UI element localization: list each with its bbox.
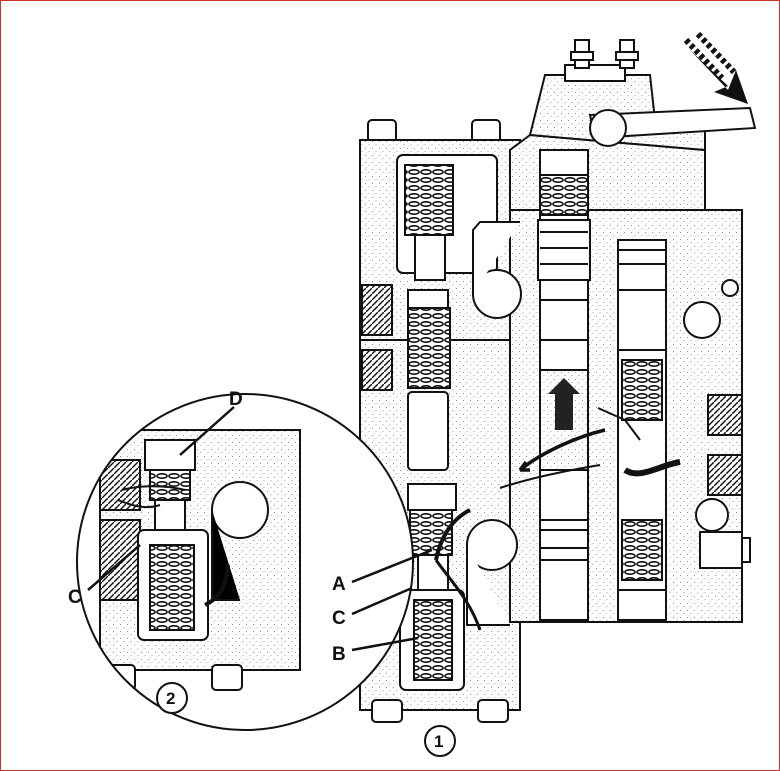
detail-circle bbox=[76, 393, 414, 731]
callout-d: D bbox=[229, 389, 243, 410]
callout-c-main: C bbox=[332, 608, 346, 629]
view-number-main-badge bbox=[424, 725, 456, 757]
callout-c-detail: C bbox=[68, 587, 82, 608]
callout-b: B bbox=[332, 644, 346, 665]
input-arrow-icon bbox=[683, 31, 748, 104]
view-number-detail-badge bbox=[156, 682, 188, 714]
callout-a: A bbox=[332, 574, 346, 595]
view-number-detail: 2 bbox=[166, 689, 175, 708]
view-number-main: 1 bbox=[434, 732, 443, 751]
flow-path bbox=[434, 407, 681, 631]
callout-leaders bbox=[87, 406, 433, 652]
right-spool bbox=[617, 239, 667, 621]
fluid-passages bbox=[466, 221, 739, 626]
lower-relief-valve bbox=[399, 483, 465, 691]
up-arrow-icon bbox=[548, 378, 580, 430]
upper-relief-valve bbox=[404, 164, 454, 471]
